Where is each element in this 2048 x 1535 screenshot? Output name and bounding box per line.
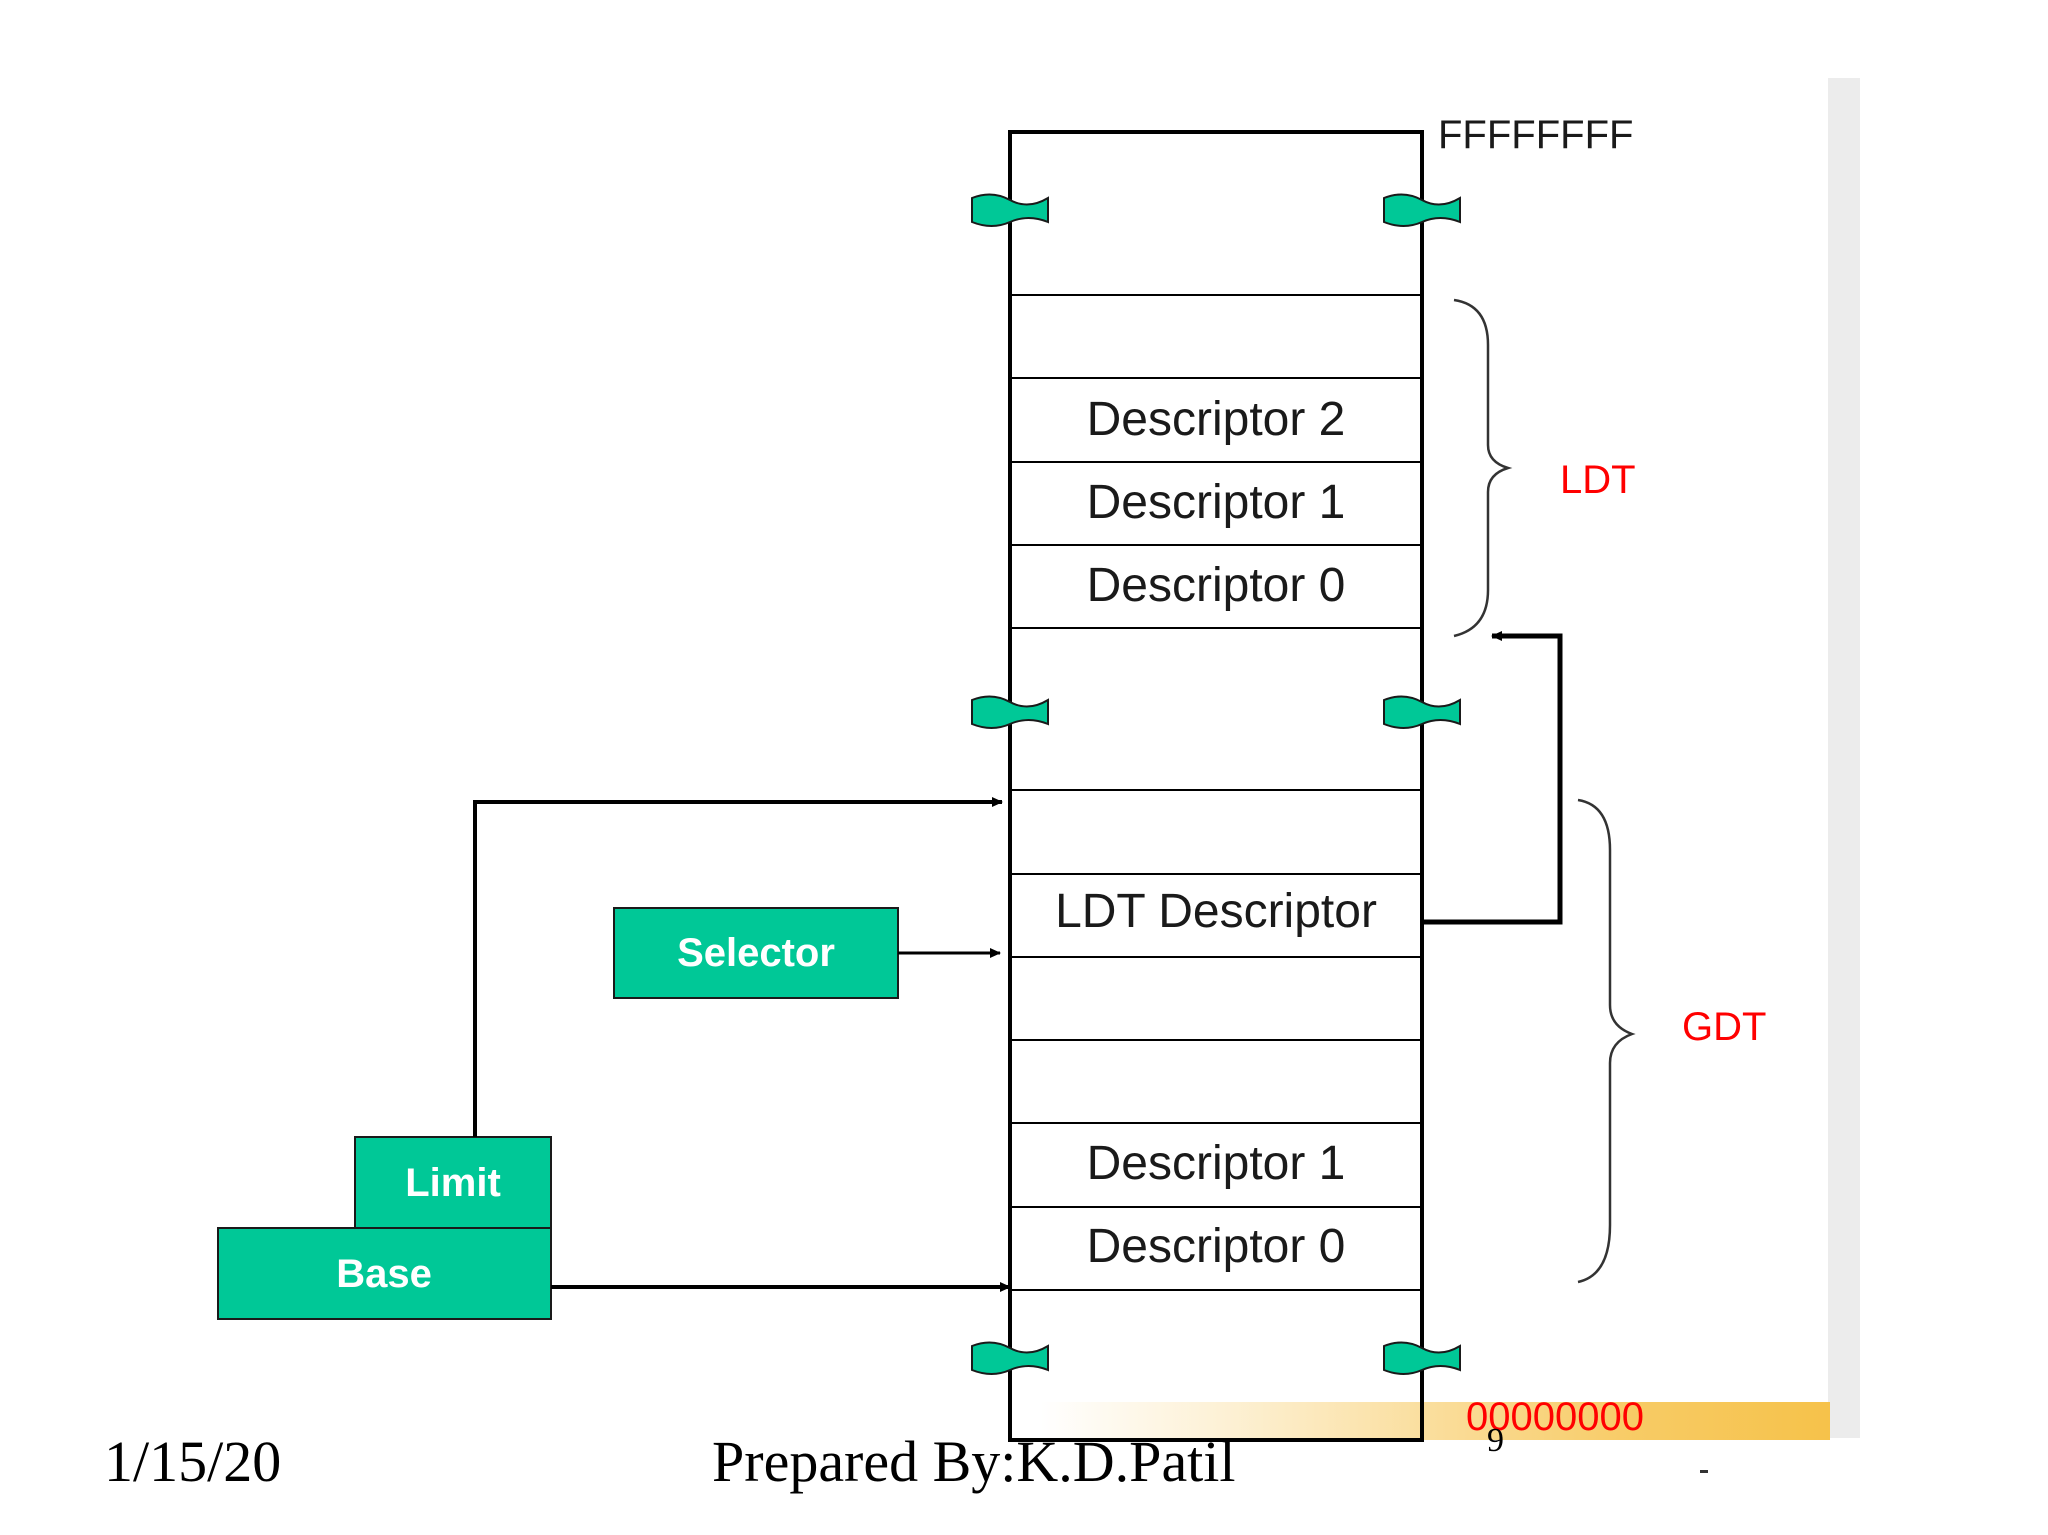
footer-author: Prepared By:K.D.Patil (712, 1429, 1236, 1494)
gdt-row-descriptor-0: Descriptor 0 (1087, 1220, 1346, 1273)
break-mark-icon (1383, 695, 1461, 729)
footer-mark (1700, 1470, 1708, 1473)
break-mark-icon (971, 695, 1049, 729)
footer-date: 1/15/20 (104, 1429, 282, 1494)
slide-right-edge (1828, 78, 1860, 1438)
gdt-brace (1577, 798, 1636, 1284)
ldt-pointer-arrow (1424, 631, 1563, 925)
ldt-label: LDT (1560, 458, 1636, 502)
gdt-row-ldt-descriptor: LDT Descriptor (1055, 885, 1377, 938)
gdt-row-descriptor-1: Descriptor 1 (1087, 1137, 1346, 1190)
memory-column (1008, 130, 1424, 1442)
limit-arrow (473, 797, 1003, 1137)
break-mark-icon (1383, 193, 1461, 227)
break-mark-icon (971, 193, 1049, 227)
ldt-row-0: Descriptor 2 (1087, 393, 1346, 446)
gdt-label: GDT (1682, 1005, 1766, 1049)
base-label: Base (336, 1252, 432, 1296)
top-address-label: FFFFFFFF (1438, 113, 1633, 157)
ldt-row-1: Descriptor 1 (1087, 476, 1346, 529)
gdt-rows: LDT Descriptor Descriptor 1 Descriptor 0 (1055, 885, 1377, 1273)
ldt-brace (1453, 298, 1513, 638)
break-mark-icon (971, 1341, 1049, 1375)
ldt-rows: Descriptor 2 Descriptor 1 Descriptor 0 (1087, 393, 1346, 612)
selector-label: Selector (677, 931, 835, 975)
limit-register: Limit (354, 1136, 552, 1229)
footer-page-number: 9 (1487, 1422, 1504, 1459)
limit-label: Limit (405, 1161, 501, 1205)
break-mark-icon (1383, 1341, 1461, 1375)
ldt-row-2: Descriptor 0 (1087, 559, 1346, 612)
bottom-address-label: 00000000 (1466, 1395, 1644, 1439)
selector-register: Selector (613, 907, 899, 999)
base-register: Base (217, 1227, 552, 1320)
memory-row-dividers (1012, 294, 1420, 1291)
footer-gold-bar (1040, 1402, 1830, 1440)
memory-break-marks (971, 193, 1461, 1375)
